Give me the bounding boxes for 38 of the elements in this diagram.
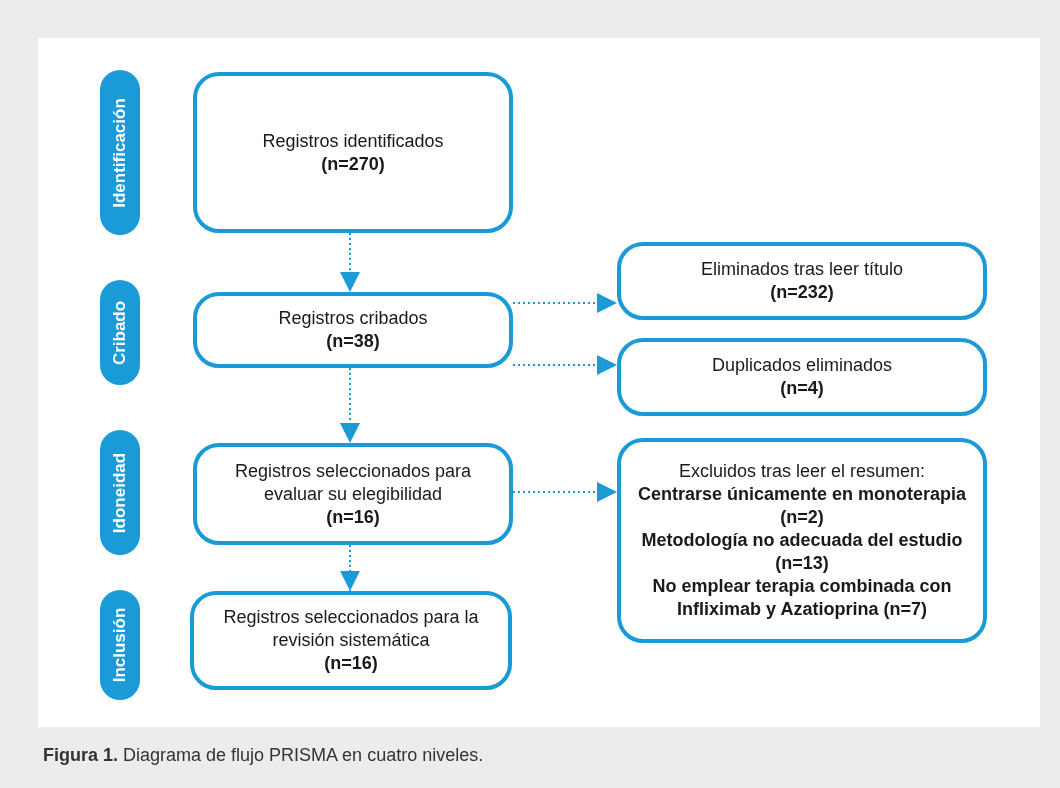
count-text: (n=16)	[324, 652, 378, 675]
box-text: Excluidos tras leer el resumen:	[678, 460, 926, 483]
process-box	[190, 591, 512, 690]
stage-label: Inclusión	[110, 607, 130, 683]
stage-band	[100, 280, 140, 385]
count-text: Metodología no adecuada del estudio (n=13)	[640, 529, 964, 575]
count-text: Centrarse únicamente en monoterapia (n=2)	[637, 483, 967, 529]
stage-label: Idoneidad	[110, 452, 130, 533]
count-text: (n=270)	[321, 152, 385, 176]
stage-label: Identificación	[110, 97, 130, 208]
arrow	[340, 367, 360, 444]
box-text: Eliminados tras leer título	[700, 258, 904, 281]
process-box	[617, 242, 987, 320]
count-text: (n=4)	[780, 377, 824, 400]
box-text: Duplicados eliminados	[711, 354, 893, 377]
stage-band	[100, 590, 140, 700]
process-box	[193, 72, 513, 233]
process-box	[617, 338, 987, 416]
box-text: Registros seleccionados para evaluar su elegibilidad	[233, 459, 473, 506]
stage-label: Cribado	[110, 300, 130, 365]
stage-band	[100, 70, 140, 235]
arrow	[340, 232, 360, 293]
arrow	[340, 544, 360, 592]
count-text: (n=16)	[326, 505, 380, 529]
figure-caption: Figura 1. Diagrama de flujo PRISMA en cuatro niveles.	[43, 745, 484, 766]
count-text: (n=232)	[770, 281, 834, 304]
process-box	[193, 443, 513, 545]
arrow	[512, 293, 618, 313]
count-text: (n=38)	[326, 330, 380, 353]
process-box	[617, 438, 987, 643]
stage-band	[100, 430, 140, 555]
box-text: Registros seleccionados para la revisión sistemática	[222, 606, 480, 652]
arrow	[512, 355, 618, 375]
process-box	[193, 292, 513, 368]
box-text: Registros cribados	[278, 307, 428, 330]
box-text: Registros identificados	[262, 129, 444, 153]
arrow	[512, 482, 618, 502]
count-text: No emplear terapia combinada con Infliximab y Azatioprina (n=7)	[651, 575, 953, 621]
